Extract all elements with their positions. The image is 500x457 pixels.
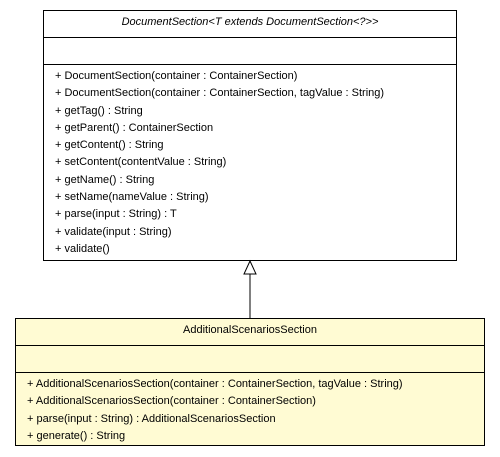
- class-name: AdditionalScenariosSection: [183, 324, 317, 336]
- operation: + getName() : String: [55, 173, 155, 186]
- operation: + getTag() : String: [55, 104, 143, 117]
- operation: + getParent() : ContainerSection: [55, 121, 214, 134]
- operation: + AdditionalScenariosSection(container :…: [27, 395, 316, 408]
- operation: + parse(input : String) : T: [55, 208, 177, 221]
- operation: + AdditionalScenariosSection(container :…: [27, 378, 403, 390]
- operation: + validate(input : String): [55, 225, 172, 238]
- operation: + DocumentSection(container : ContainerS…: [55, 70, 298, 82]
- class-name: DocumentSection<T extends DocumentSectio…: [121, 16, 379, 28]
- operation: + validate(): [55, 242, 110, 255]
- attributes-compartment: [44, 37, 456, 64]
- operations-compartment: + AdditionalScenariosSection(container :…: [16, 372, 484, 445]
- operations-compartment: + DocumentSection(container : ContainerS…: [44, 64, 456, 258]
- operation: + DocumentSection(container : ContainerS…: [55, 87, 385, 100]
- class-additional-scenarios-section: AdditionalScenariosSection + AdditionalS…: [15, 318, 485, 446]
- attributes-compartment: [16, 345, 484, 372]
- operation: + setContent(contentValue : String): [55, 156, 227, 169]
- class-document-section: DocumentSection<T extends DocumentSectio…: [43, 10, 457, 261]
- operation: + getContent() : String: [55, 139, 164, 152]
- operation: + setName(nameValue : String): [55, 191, 209, 204]
- operation: + generate() : String: [27, 429, 126, 442]
- hollow-triangle-arrowhead: [243, 259, 257, 275]
- operation: + parse(input : String) : AdditionalScen…: [27, 412, 276, 425]
